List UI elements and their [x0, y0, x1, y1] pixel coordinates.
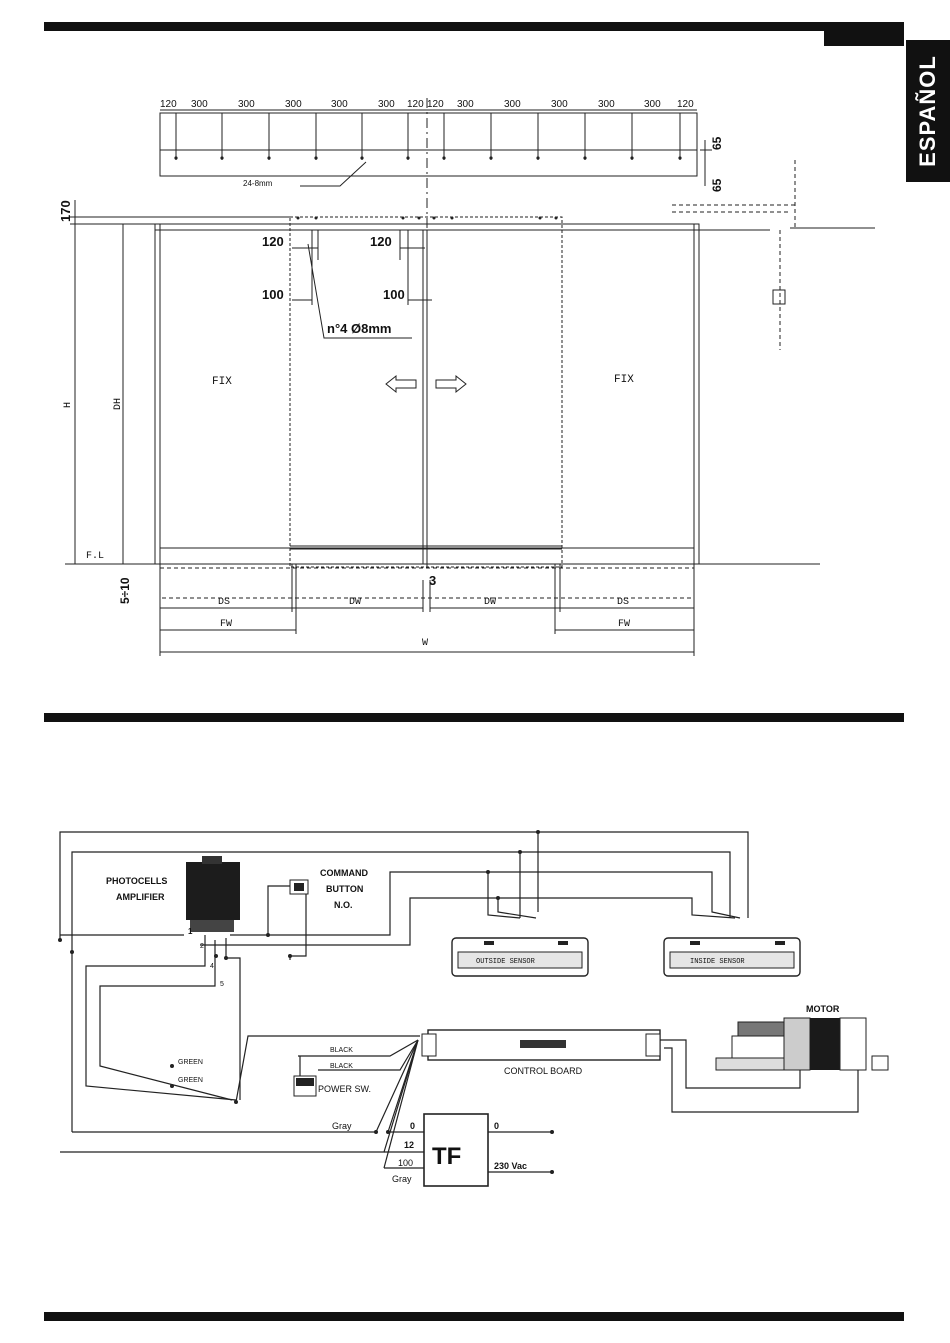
svg-text:Gray: Gray [332, 1121, 352, 1131]
svg-text:N.O.: N.O. [334, 900, 353, 910]
svg-text:24-8mm: 24-8mm [243, 179, 273, 188]
svg-text:3: 3 [429, 573, 436, 588]
svg-text:65: 65 [710, 178, 724, 192]
door-elevation [65, 160, 875, 656]
top-fixing-marks [296, 216, 558, 220]
svg-text:120: 120 [370, 234, 392, 249]
svg-text:COMMAND: COMMAND [320, 868, 368, 878]
wiring-junctions [58, 830, 554, 1174]
svg-text:0: 0 [410, 1121, 415, 1131]
svg-text:OUTSIDE SENSOR: OUTSIDE SENSOR [476, 958, 536, 966]
svg-text:POWER SW.: POWER SW. [318, 1084, 371, 1094]
svg-text:65: 65 [710, 136, 724, 150]
svg-text:FW: FW [618, 619, 630, 630]
rail-holes-upper [175, 113, 681, 160]
svg-text:MOTOR: MOTOR [806, 1004, 840, 1014]
svg-text:BUTTON: BUTTON [326, 884, 363, 894]
power-switch-icon [293, 1075, 317, 1097]
svg-text:300: 300 [551, 99, 568, 110]
svg-text:300: 300 [457, 99, 474, 110]
svg-text:FIX: FIX [614, 374, 634, 386]
rail-height-labels: 65 65 [710, 136, 724, 192]
separator-bars [44, 22, 904, 1321]
svg-text:DS: DS [617, 597, 629, 608]
svg-text:300: 300 [378, 99, 395, 110]
svg-text:DW: DW [349, 597, 361, 608]
svg-text:170: 170 [58, 200, 73, 222]
svg-text:PHOTOCELLS: PHOTOCELLS [106, 876, 167, 886]
svg-text:INSIDE SENSOR: INSIDE SENSOR [690, 958, 745, 966]
inside-sensor [663, 937, 801, 977]
svg-text:300: 300 [504, 99, 521, 110]
svg-text:GREEN: GREEN [178, 1059, 203, 1066]
svg-text:300: 300 [331, 99, 348, 110]
svg-text:100: 100 [262, 287, 284, 302]
svg-text:120: 120 [427, 99, 444, 110]
svg-text:5: 5 [220, 981, 224, 988]
svg-text:120: 120 [160, 99, 177, 110]
rail-dimension-labels: 120 300 300 300 300 300 120 120 300 300 … [160, 99, 694, 188]
svg-text:100: 100 [383, 287, 405, 302]
svg-text:Gray: Gray [392, 1174, 412, 1184]
svg-text:2: 2 [200, 943, 204, 950]
svg-text:W: W [422, 638, 428, 649]
svg-text:100: 100 [398, 1158, 413, 1168]
svg-text:GREEN: GREEN [178, 1077, 203, 1084]
svg-text:300: 300 [238, 99, 255, 110]
svg-text:300: 300 [598, 99, 615, 110]
outside-sensor [451, 937, 589, 977]
wiring-lines [59, 831, 859, 1173]
svg-text:n°4 Ø8mm: n°4 Ø8mm [327, 321, 391, 336]
svg-text:300: 300 [285, 99, 302, 110]
svg-text:120: 120 [262, 234, 284, 249]
svg-text:H: H [63, 402, 74, 408]
rail-drawing [159, 98, 712, 570]
svg-text:DS: DS [218, 597, 230, 608]
svg-text:0: 0 [494, 1121, 499, 1131]
transformer [423, 1113, 489, 1187]
svg-text:12: 12 [404, 1140, 414, 1150]
door-dimension-labels: 170 H DH F.L 5÷10 120 120 100 100 n°4 Ø8… [58, 200, 634, 649]
svg-text:120: 120 [677, 99, 694, 110]
svg-text:300: 300 [191, 99, 208, 110]
svg-text:4: 4 [210, 963, 214, 970]
svg-text:CONTROL BOARD: CONTROL BOARD [504, 1066, 583, 1076]
svg-text:DH: DH [113, 398, 124, 410]
photocells-amplifier [186, 856, 240, 932]
control-board [421, 1029, 661, 1061]
svg-text:BLACK: BLACK [330, 1063, 353, 1070]
svg-text:120: 120 [407, 99, 424, 110]
svg-text:FIX: FIX [212, 376, 232, 388]
svg-text:AMPLIFIER: AMPLIFIER [116, 892, 165, 902]
svg-text:DW: DW [484, 597, 496, 608]
svg-text:FW: FW [220, 619, 232, 630]
svg-text:TF: TF [432, 1143, 461, 1170]
language-tab: ESPAÑOL [906, 40, 950, 182]
svg-text:BLACK: BLACK [330, 1047, 353, 1054]
svg-text:230 Vac: 230 Vac [494, 1161, 527, 1171]
svg-text:F.L: F.L [86, 551, 104, 562]
svg-text:1: 1 [188, 927, 193, 936]
motor [715, 1017, 889, 1071]
svg-text:300: 300 [644, 99, 661, 110]
svg-text:5÷10: 5÷10 [118, 577, 132, 604]
command-button-icon [289, 879, 309, 895]
wiring-labels: PHOTOCELLS AMPLIFIER 1 2 4 5 COMMAND BUT… [106, 868, 840, 1184]
